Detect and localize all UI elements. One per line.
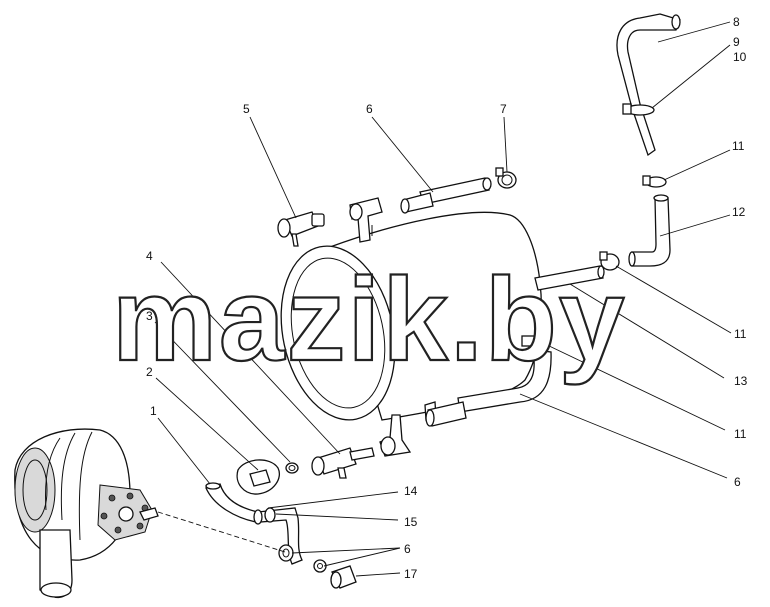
callout-6-upper: 6 xyxy=(366,102,373,116)
part-11-clamp-middle xyxy=(599,251,620,271)
callout-10: 10 xyxy=(733,50,747,64)
callout-6-lower: 6 xyxy=(734,475,741,489)
callout-3: 3 xyxy=(146,309,153,323)
leader-lines xyxy=(154,21,732,577)
watermark-text: mazik.by xyxy=(112,254,626,386)
callout-13: 13 xyxy=(734,374,748,388)
part-4-tap xyxy=(311,447,375,479)
callout-11-lower: 11 xyxy=(734,427,747,441)
callout-2: 2 xyxy=(146,365,153,379)
part-13-pipe xyxy=(534,265,605,291)
callout-1: 1 xyxy=(150,404,157,418)
part-12-elbow-hose xyxy=(628,194,671,267)
callout-14: 14 xyxy=(404,484,418,498)
callout-9: 9 xyxy=(733,35,740,49)
part-5-valve xyxy=(277,211,325,247)
assembly-line xyxy=(157,511,286,553)
tank xyxy=(280,197,542,457)
part-11-clamp-lower xyxy=(521,335,548,349)
part-8-pipe xyxy=(616,13,681,157)
part-2-flange xyxy=(236,459,280,495)
callout-15: 15 xyxy=(404,515,418,529)
part-3-nut xyxy=(285,462,299,474)
part-6-hose-upper xyxy=(400,177,492,214)
callout-4: 4 xyxy=(146,249,153,263)
callout-5: 5 xyxy=(243,102,250,116)
callout-16: 6 xyxy=(404,542,411,556)
part-6-hose-lower xyxy=(425,349,552,427)
part-11-clamp-upper xyxy=(642,175,667,188)
callout-17: 17 xyxy=(404,567,418,581)
callout-12: 12 xyxy=(732,205,746,219)
part-14-15-16-fittings xyxy=(253,507,327,573)
callout-7: 7 xyxy=(500,102,507,116)
callout-11-middle: 11 xyxy=(734,327,747,341)
part-17-plug xyxy=(330,565,357,589)
part-9-10-clamp xyxy=(622,103,655,116)
heater-assembly xyxy=(14,428,159,599)
callout-8: 8 xyxy=(733,15,740,29)
callout-11-upper: 11 xyxy=(732,139,745,153)
callout-labels: 5 6 7 8 9 10 11 12 11 13 11 6 4 3 2 1 14… xyxy=(146,15,748,581)
part-7-clamp xyxy=(495,167,517,189)
